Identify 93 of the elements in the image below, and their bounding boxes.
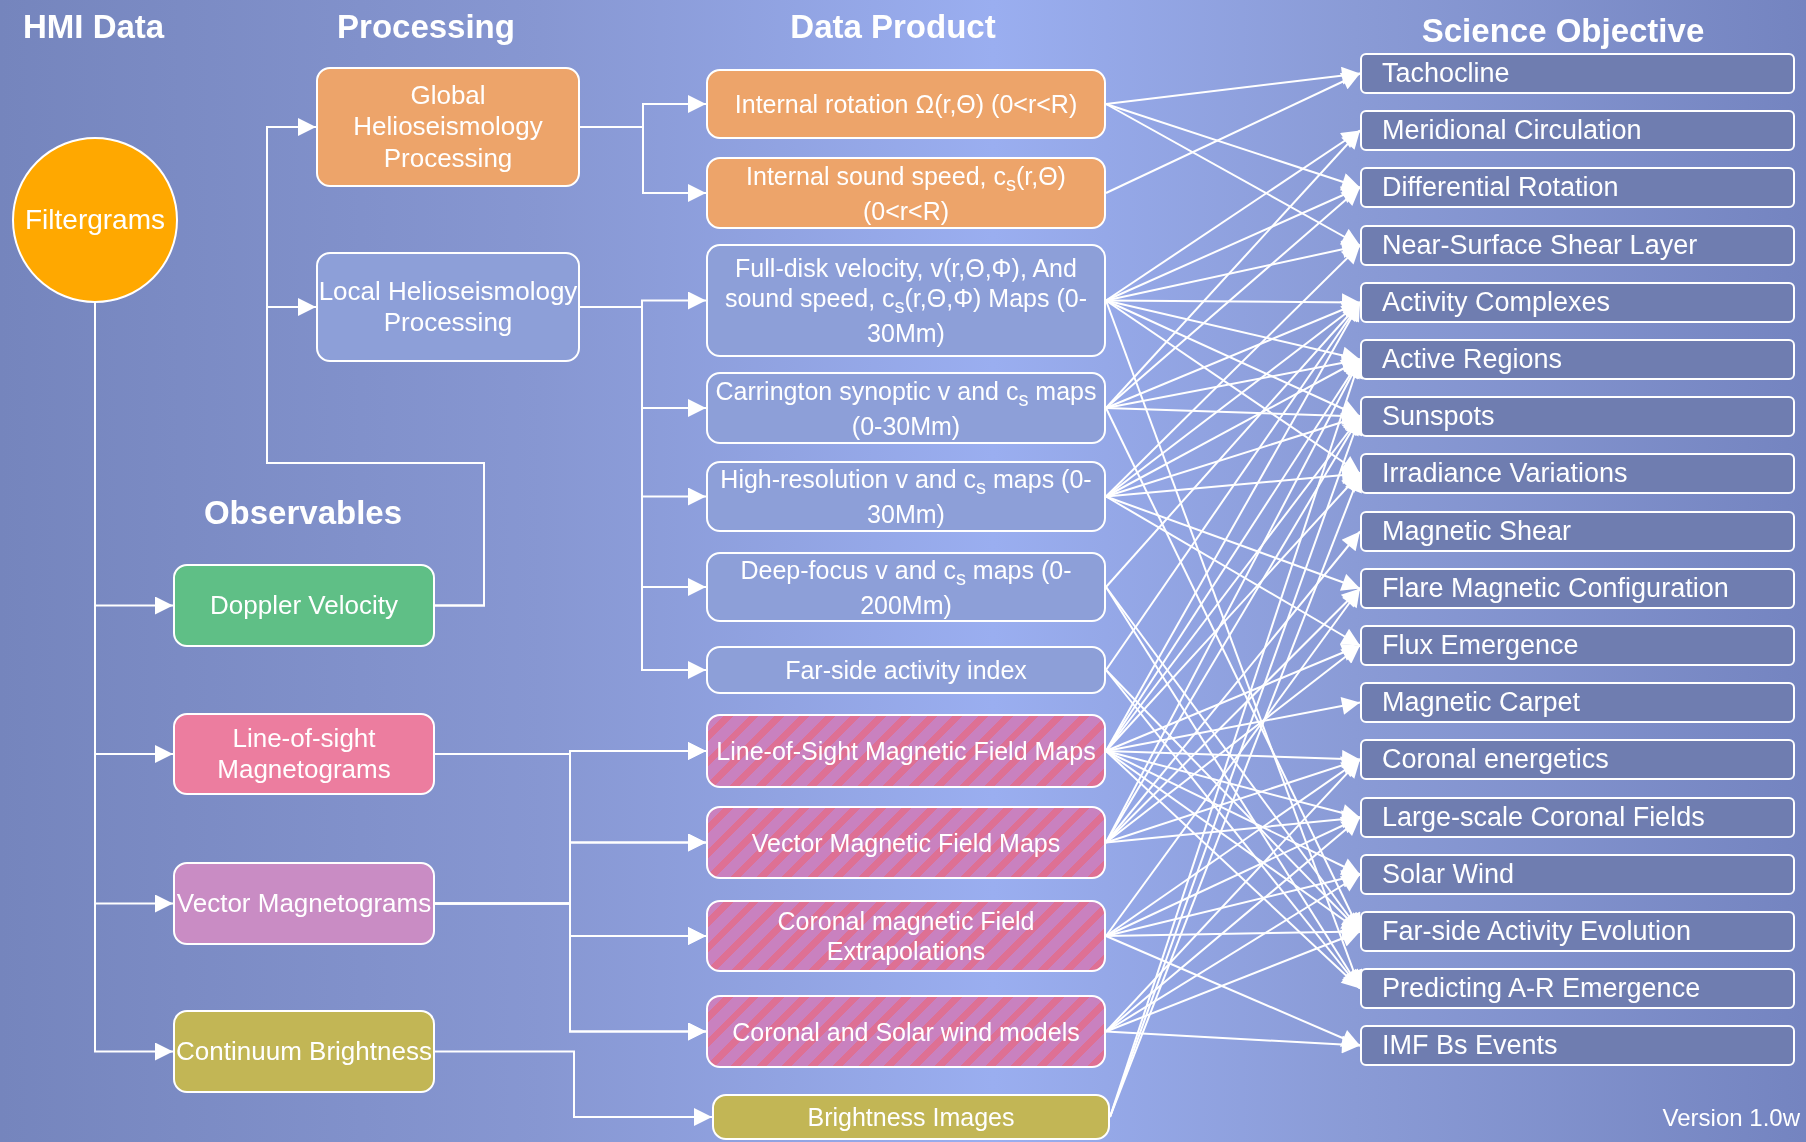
- objective-box: [1360, 739, 1795, 780]
- objective-box: [1360, 282, 1795, 323]
- column-heading: Processing: [337, 8, 515, 46]
- data-product-box: [712, 1094, 1110, 1140]
- box-label: Filtergrams: [25, 203, 165, 237]
- arrow: [579, 126, 707, 202]
- box-label: Flare Magnetic Configuration: [1382, 572, 1729, 605]
- arrow: [1105, 103, 1361, 247]
- arrow: [1105, 495, 1361, 647]
- data-product-box: [706, 552, 1106, 622]
- box-label: Active Regions: [1382, 343, 1563, 376]
- box-label: Tachocline: [1382, 57, 1510, 90]
- box-label: Sunspots: [1382, 400, 1495, 433]
- data-product-box: [706, 244, 1106, 357]
- objective-box: [1360, 396, 1795, 437]
- box-label: Far-side activity index: [785, 655, 1027, 685]
- version-note: Version 1.0w: [1662, 1104, 1800, 1132]
- box-label: Activity Complexes: [1382, 286, 1611, 319]
- arrow: [434, 902, 707, 1041]
- data-product-box: [706, 157, 1106, 229]
- box-label: Near-Surface Shear Layer: [1382, 229, 1698, 262]
- box-label: Coronal magnetic Field Extrapolations: [776, 906, 1036, 966]
- box-label: Solar Wind: [1382, 858, 1515, 891]
- arrow: [1105, 495, 1361, 591]
- arrow: [1105, 72, 1361, 194]
- objective-box: [1360, 511, 1795, 552]
- arrow: [1105, 644, 1361, 752]
- data-product-box: [706, 995, 1106, 1068]
- objective-box: [1360, 968, 1795, 1009]
- observable-box: [173, 1010, 435, 1093]
- arrow: [1105, 186, 1361, 302]
- column-heading: HMI Data: [23, 8, 165, 46]
- column-heading: Science Objective: [1421, 12, 1705, 50]
- column-heading: Data Product: [790, 8, 996, 46]
- box-label: Doppler Velocity: [210, 589, 398, 622]
- box-label: Flux Emergence: [1382, 629, 1579, 662]
- objective-box: [1360, 110, 1795, 151]
- arrow: [434, 1050, 713, 1126]
- objective-box: [1360, 568, 1795, 609]
- box-label: Line-of-Sight Magnetic Field Maps: [716, 736, 1096, 766]
- objective-box: [1360, 911, 1795, 952]
- box-label: Vector Magnetograms: [176, 887, 432, 920]
- data-product-box: [706, 900, 1106, 972]
- objective-box: [1360, 682, 1795, 723]
- objective-box: [1360, 854, 1795, 895]
- arrow: [1105, 750, 1361, 990]
- box-label: Internal sound speed, c$_{s}$(r,Θ) (0<r<R): [745, 160, 1067, 226]
- box-label: Differential Rotation: [1382, 171, 1619, 204]
- observable-box: [173, 713, 435, 795]
- box-label: Large-scale Coronal Fields: [1382, 801, 1705, 834]
- box-label: Continuum Brightness: [176, 1035, 432, 1068]
- arrow: [1105, 935, 1361, 1047]
- arrow: [1105, 669, 1361, 990]
- process-box: [316, 252, 580, 362]
- data-product-box: [706, 806, 1106, 879]
- box-label: Full-disk velocity, v(r,Θ,Φ), And sound speed, c$_{s}$(r,Θ,Φ) Maps (0-30Mm): [723, 253, 1088, 348]
- box-label: Coronal and Solar wind models: [732, 1016, 1080, 1047]
- objective-box: [1360, 797, 1795, 838]
- box-label: Magnetic Shear: [1382, 515, 1572, 548]
- column-heading: Observables: [203, 494, 403, 532]
- box-label: Deep-focus v and c$_{s}$ maps (0-200Mm): [739, 554, 1073, 620]
- box-label: High-resolution v and c$_{s}$ maps (0-30Mm): [719, 464, 1093, 529]
- box-label: Coronal energetics: [1382, 743, 1609, 776]
- arrow: [266, 298, 485, 607]
- box-label: IMF Bs Events: [1382, 1029, 1558, 1062]
- objective-box: [1360, 225, 1795, 266]
- arrow: [1105, 1030, 1361, 1054]
- objective-box: [1360, 167, 1795, 208]
- box-label: Vector Magnetic Field Maps: [751, 827, 1061, 858]
- objective-box: [1360, 339, 1795, 380]
- objective-box: [1360, 1025, 1795, 1066]
- box-label: Magnetic Carpet: [1382, 686, 1581, 719]
- box-label: Local Helioseismology Processing: [318, 275, 578, 339]
- box-label: Predicting A-R Emergence: [1382, 972, 1701, 1005]
- box-label: Far-side Activity Evolution: [1382, 915, 1692, 948]
- box-label: Global Helioseismology Processing: [352, 80, 544, 174]
- box-label: Carrington synoptic v and c$_{s}$ maps (0-30Mm): [714, 375, 1098, 441]
- box-label: Meridional Circulation: [1382, 114, 1642, 147]
- observable-box: [173, 564, 435, 647]
- process-box: [316, 67, 580, 187]
- objective-box: [1360, 53, 1795, 94]
- objective-box: [1360, 453, 1795, 494]
- data-product-box: [706, 646, 1106, 694]
- data-product-box: [706, 714, 1106, 788]
- observable-box: [173, 862, 435, 945]
- arrow: [1105, 103, 1361, 191]
- box-label: Brightness Images: [807, 1102, 1015, 1132]
- data-product-box: [706, 69, 1106, 139]
- box-label: Irradiance Variations: [1382, 457, 1628, 490]
- box-label: Line-of-sight Magnetograms: [216, 722, 392, 786]
- box-label: Internal rotation Ω(r,Θ) (0<r<R): [734, 89, 1078, 119]
- arrow: [1105, 129, 1361, 302]
- objective-box: [1360, 625, 1795, 666]
